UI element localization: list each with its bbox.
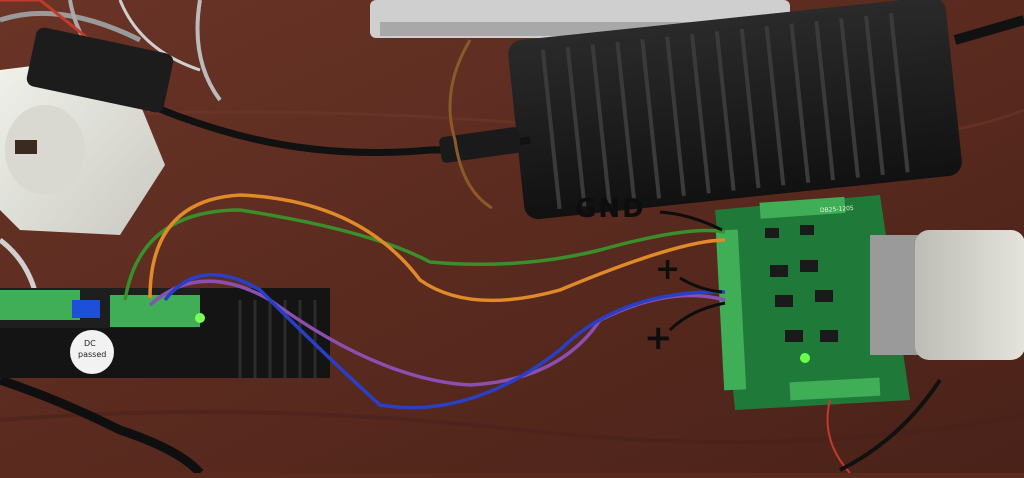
sticker-line-2: passed bbox=[78, 350, 107, 359]
driver-dip-switch bbox=[72, 300, 100, 318]
cable-plug bbox=[439, 127, 521, 163]
driver-led bbox=[195, 313, 205, 323]
desk-grain bbox=[0, 410, 1024, 444]
sticker-line-1: DC bbox=[84, 339, 96, 348]
wire-blue bbox=[163, 272, 726, 410]
plus-pointer-1 bbox=[679, 276, 723, 294]
plus-label-2: + bbox=[644, 318, 673, 358]
gnd-label: GND bbox=[575, 194, 646, 224]
plus-label-1: + bbox=[655, 252, 681, 287]
plus-pointer-2 bbox=[668, 301, 726, 332]
stepper-driver bbox=[0, 288, 330, 378]
driver-sticker bbox=[70, 330, 114, 374]
wire-green bbox=[123, 208, 726, 301]
board-led bbox=[800, 353, 810, 363]
power-adapter bbox=[508, 0, 962, 220]
thin-brown-wire bbox=[448, 39, 493, 210]
interface-board bbox=[715, 195, 1024, 410]
driver-terminal-left bbox=[0, 290, 80, 320]
power-outlet bbox=[0, 27, 174, 235]
db25-plug bbox=[915, 230, 1024, 360]
wire-orange bbox=[148, 193, 726, 303]
gnd-pointer bbox=[659, 210, 723, 232]
